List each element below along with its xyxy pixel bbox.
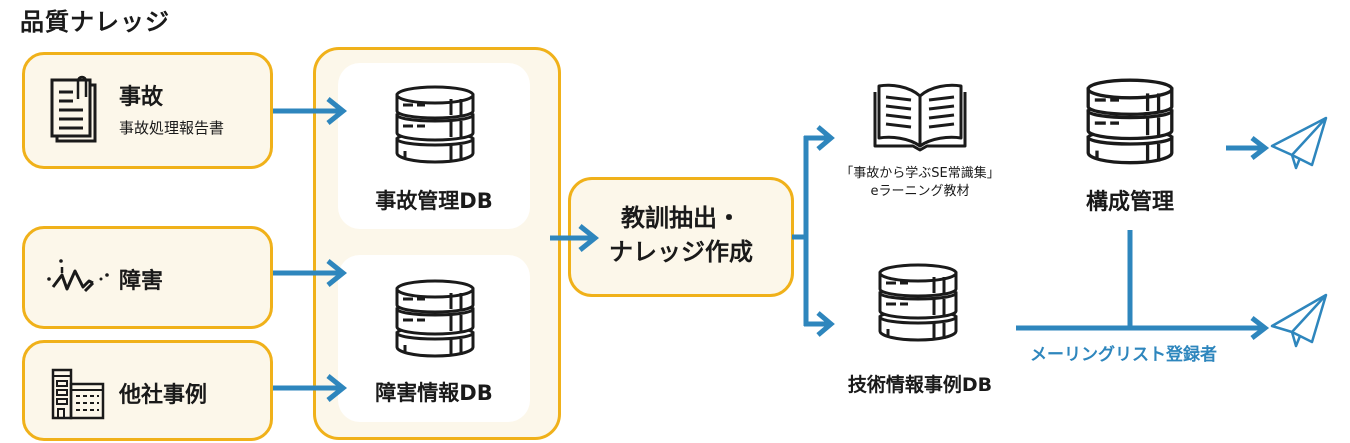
document-clip-icon — [50, 75, 97, 143]
process-box: 教訓抽出・ ナレッジ作成 — [568, 177, 794, 297]
paper-plane-icon — [1270, 116, 1328, 170]
arrow-head-elearning — [816, 125, 835, 151]
mailing-list-label: メーリングリスト登録者 — [1030, 345, 1217, 365]
arrow-head-failure — [326, 259, 348, 287]
process-line-1: 教訓抽出・ — [621, 204, 741, 232]
source-box-accident: 事故 事故処理報告書 — [22, 52, 273, 169]
elearning-label: 「事故から学ぶSE常識集」 eラーニング教材 — [815, 165, 1025, 201]
source-sublabel-accident: 事故処理報告書 — [119, 119, 225, 137]
techdb-label: 技術情報事例DB — [847, 374, 993, 396]
source-label-accident: 事故 — [119, 85, 164, 110]
arrow-head-other — [326, 374, 348, 402]
db-card-accident: 事故管理DB — [338, 63, 530, 229]
arrow-head-techdb — [816, 311, 835, 337]
building-icon — [51, 368, 105, 420]
database-icon — [1086, 78, 1174, 165]
arrow-head-accident — [326, 97, 348, 125]
source-label-other-company: 他社事例 — [119, 383, 208, 408]
arrow-head-config — [1250, 136, 1270, 160]
source-box-failure: 障害 — [22, 226, 273, 329]
db-label-accident: 事故管理DB — [375, 189, 493, 213]
elearning-line-1: 「事故から学ぶSE常識集」 — [840, 166, 1000, 181]
db-label-failure: 障害情報DB — [375, 381, 493, 405]
arrow-head-mailing — [1250, 316, 1270, 340]
paper-plane-icon — [1270, 293, 1328, 348]
source-label-failure: 障害 — [119, 269, 164, 294]
page-title: 品質ナレッジ — [20, 8, 170, 36]
source-box-other-company: 他社事例 — [22, 340, 273, 441]
db-card-failure: 障害情報DB — [338, 255, 530, 422]
database-icon — [395, 279, 475, 358]
arrow-head-to-process — [578, 224, 600, 252]
config-label: 構成管理 — [1085, 190, 1174, 215]
open-book-icon — [873, 83, 967, 152]
process-line-2: ナレッジ作成 — [609, 238, 753, 266]
elearning-line-2: eラーニング教材 — [870, 184, 970, 199]
database-icon — [395, 85, 475, 164]
crack-burst-icon — [47, 259, 109, 293]
database-group: 事故管理DB 障害情報DB — [313, 47, 561, 440]
database-icon — [878, 263, 958, 342]
